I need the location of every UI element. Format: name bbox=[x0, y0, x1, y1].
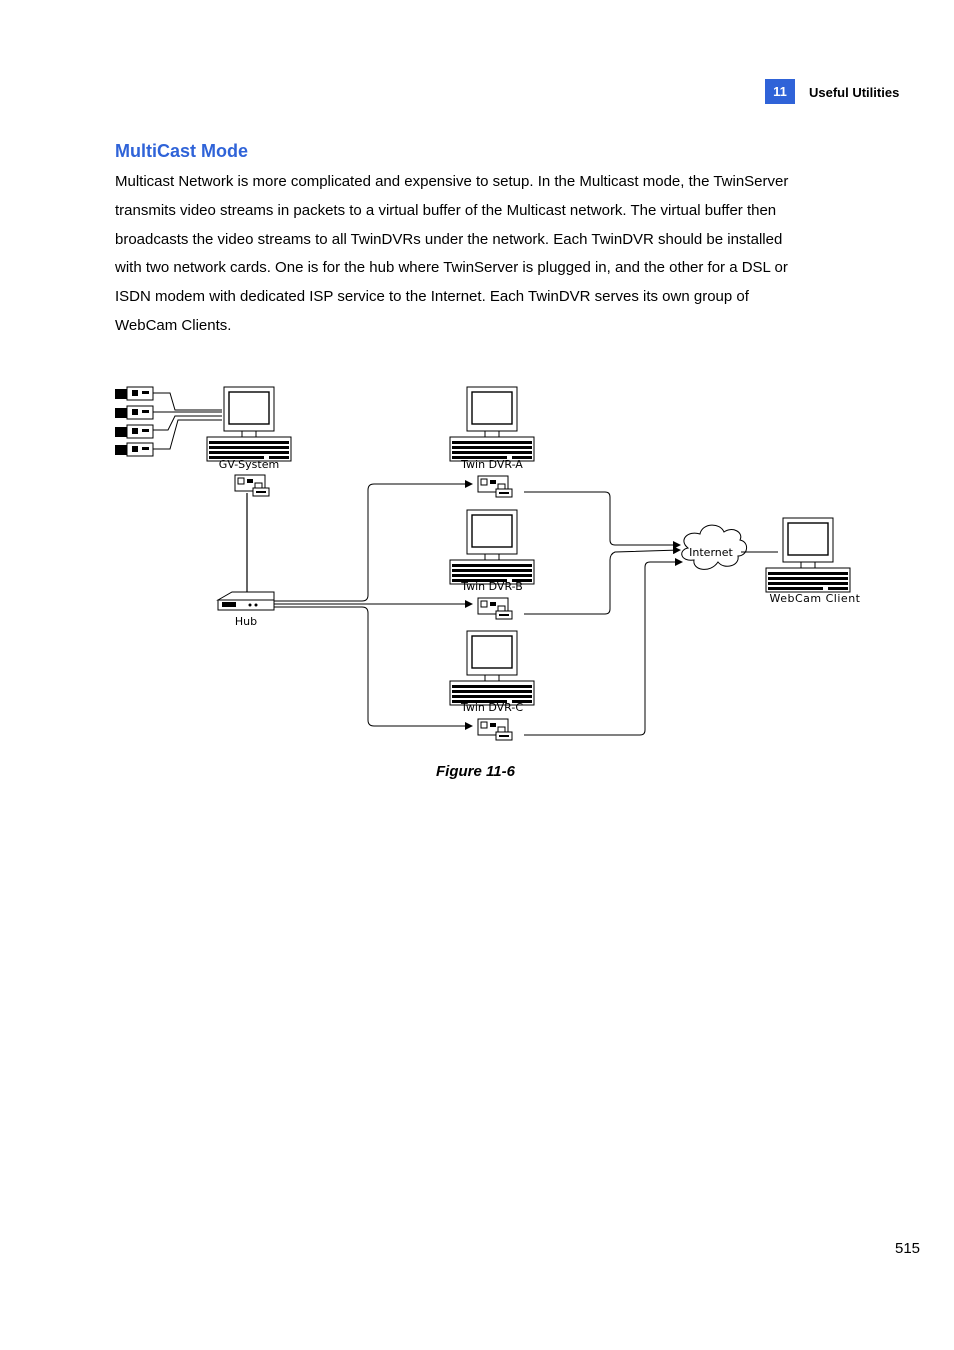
body-line: WebCam Clients. bbox=[115, 316, 232, 334]
webcam-client-computer-icon bbox=[765, 517, 851, 593]
camera-icon bbox=[114, 386, 154, 401]
twin-dvr-c-computer-icon bbox=[449, 630, 535, 706]
hub-icon bbox=[216, 591, 275, 611]
webcam-client-label: WebCam Client bbox=[770, 592, 861, 605]
page-number: 515 bbox=[895, 1240, 921, 1257]
internet-label: Internet bbox=[689, 546, 733, 559]
hub-label: Hub bbox=[235, 615, 257, 628]
body-line: Multicast Network is more complicated an… bbox=[115, 173, 789, 190]
camera-icon bbox=[114, 424, 154, 439]
network-diagram: GV-System Hub Twin DVR-A Twin DVR-B Twin… bbox=[114, 386, 861, 741]
body-line: broadcasts the video streams to all Twin… bbox=[115, 230, 783, 248]
body-line: with two network cards. One is for the h… bbox=[115, 259, 788, 277]
gv-system-label: GV-System bbox=[219, 458, 279, 471]
body-line: transmits video streams in packets to a … bbox=[115, 201, 777, 219]
twin-dvr-c-label: Twin DVR-C bbox=[460, 701, 523, 714]
body-paragraph: Multicast Network is more complicated an… bbox=[115, 168, 855, 341]
body-line: ISDN modem with dedicated ISP service to… bbox=[115, 288, 749, 306]
twin-dvr-a-label: Twin DVR-A bbox=[460, 458, 523, 471]
network-card-icon bbox=[477, 718, 513, 741]
internet-cloud-icon bbox=[681, 524, 747, 570]
network-card-icon bbox=[234, 474, 270, 497]
chapter-number-badge: 11 bbox=[765, 79, 795, 104]
camera-icon bbox=[114, 442, 154, 457]
twin-dvr-b-label: Twin DVR-B bbox=[460, 580, 523, 593]
section-heading: MultiCast Mode bbox=[115, 141, 248, 161]
chapter-title: Useful Utilities bbox=[809, 85, 900, 100]
gv-system-computer-icon bbox=[206, 386, 292, 462]
figure-caption: Figure 11-6 bbox=[436, 763, 515, 780]
network-card-icon bbox=[477, 475, 513, 498]
network-card-icon bbox=[477, 597, 513, 620]
twin-dvr-b-computer-icon bbox=[449, 509, 535, 585]
camera-icon bbox=[114, 405, 154, 420]
twin-dvr-a-computer-icon bbox=[449, 386, 535, 462]
